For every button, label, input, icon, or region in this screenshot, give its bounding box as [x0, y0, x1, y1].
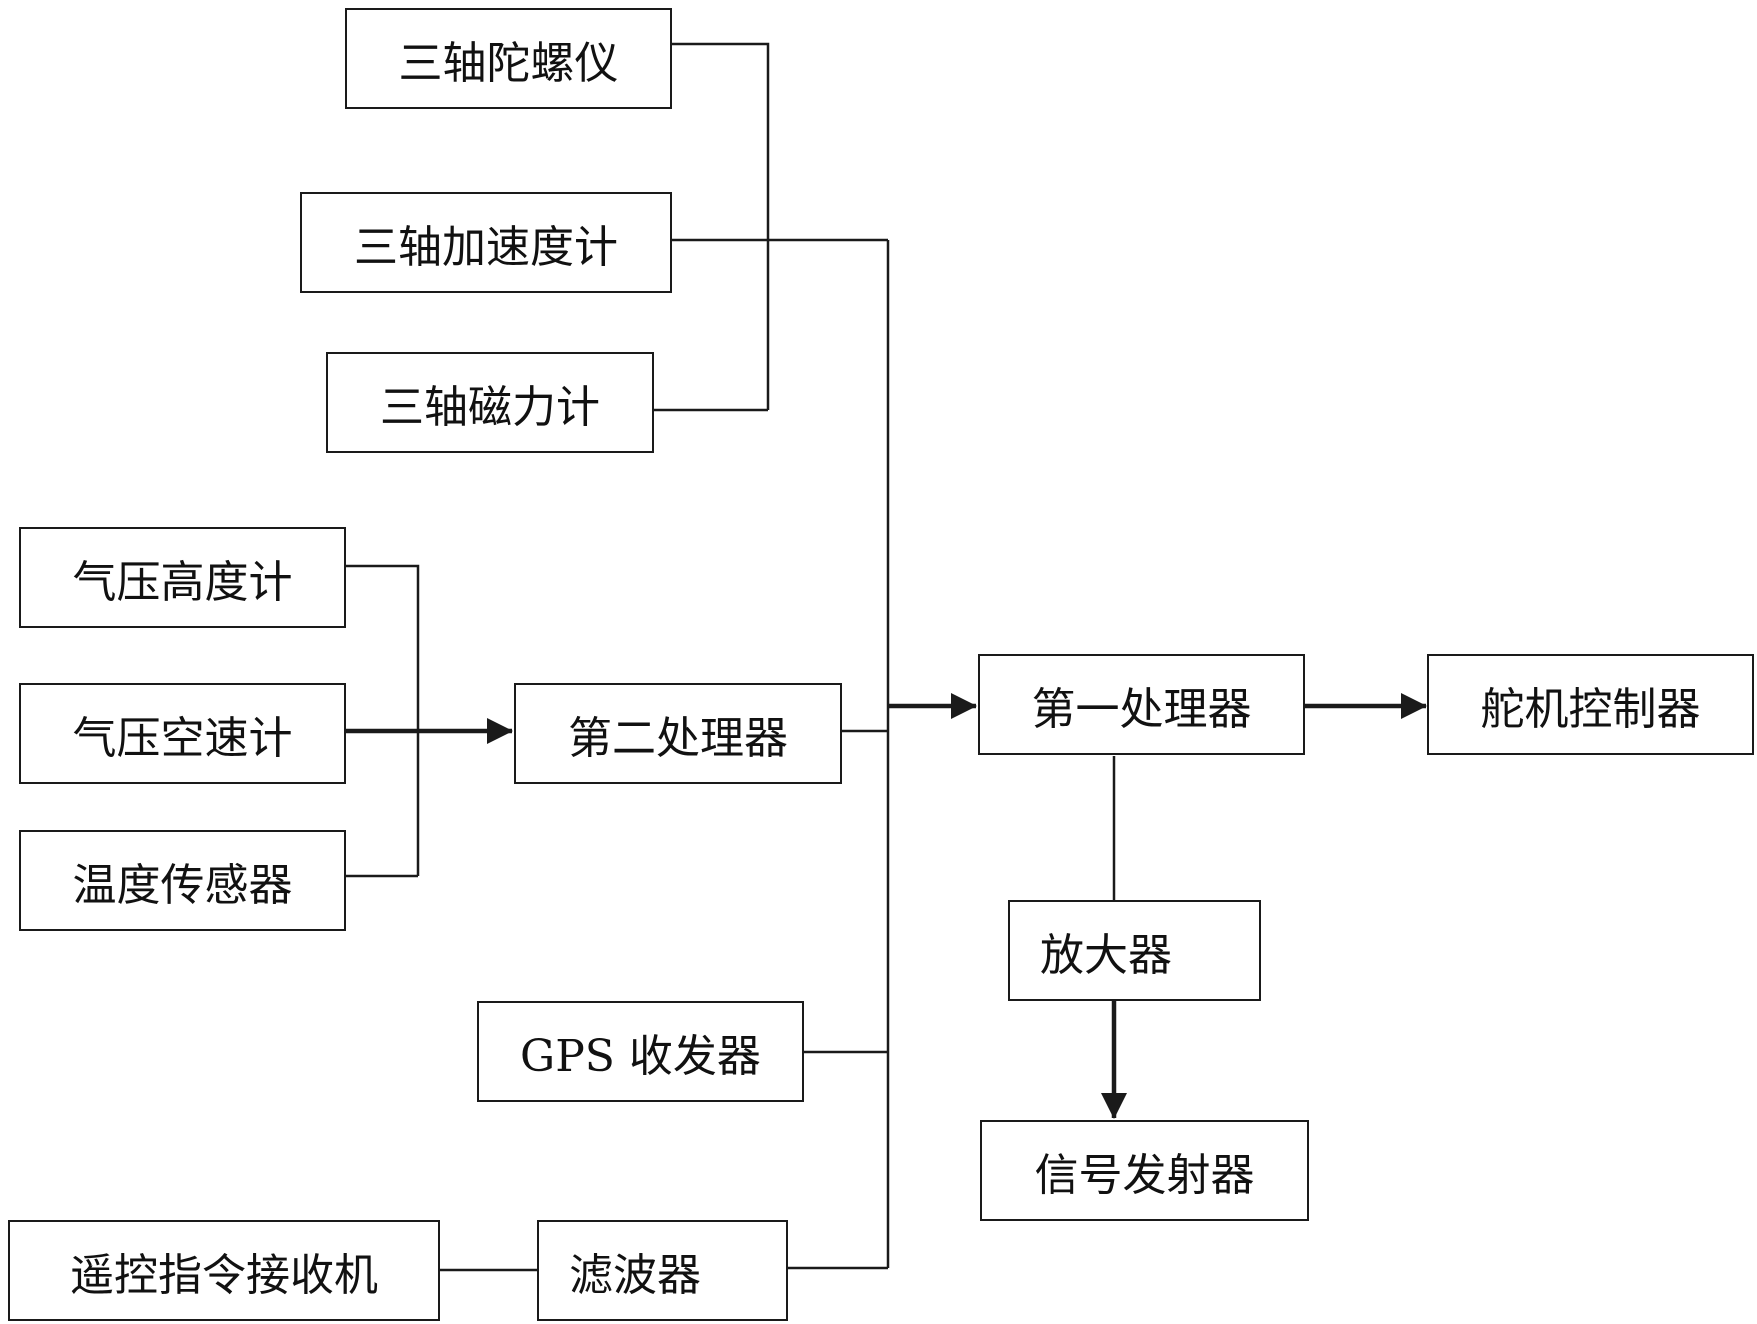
- node-accel: 三轴加速度计: [300, 192, 672, 293]
- node-first-proc-label: 第一处理器: [1031, 683, 1252, 735]
- node-magnet-label: 三轴磁力计: [380, 381, 600, 433]
- node-baro-speed-label: 气压空速计: [72, 712, 293, 764]
- node-first-proc: 第一处理器: [978, 654, 1305, 755]
- node-rc-receiver: 遥控指令接收机: [8, 1220, 440, 1321]
- node-servo-ctrl-label: 舵机控制器: [1480, 683, 1701, 735]
- node-second-proc: 第二处理器: [514, 683, 842, 784]
- node-amplifier: 放大器: [1008, 900, 1261, 1001]
- node-gps-label: GPS 收发器: [520, 1030, 761, 1082]
- node-signal-tx: 信号发射器: [980, 1120, 1309, 1221]
- node-baro-alt: 气压高度计: [19, 527, 346, 628]
- node-baro-alt-label: 气压高度计: [72, 556, 293, 608]
- edge-gyro: [672, 42, 770, 410]
- node-temp-label: 温度传感器: [72, 859, 293, 911]
- node-rc-receiver-label: 遥控指令接收机: [70, 1249, 378, 1301]
- edge-baro-alt: [346, 564, 420, 876]
- node-servo-ctrl: 舵机控制器: [1427, 654, 1754, 755]
- node-accel-label: 三轴加速度计: [354, 221, 618, 273]
- node-gyro: 三轴陀螺仪: [345, 8, 672, 109]
- node-magnet: 三轴磁力计: [326, 352, 654, 453]
- node-filter-label: 滤波器: [569, 1249, 701, 1301]
- node-signal-tx-label: 信号发射器: [1034, 1149, 1255, 1201]
- node-gps: GPS 收发器: [477, 1001, 804, 1102]
- node-temp: 温度传感器: [19, 830, 346, 931]
- node-baro-speed: 气压空速计: [19, 683, 346, 784]
- node-second-proc-label: 第二处理器: [568, 712, 788, 764]
- node-gyro-label: 三轴陀螺仪: [398, 37, 619, 89]
- node-amplifier-label: 放大器: [1040, 929, 1172, 981]
- node-filter: 滤波器: [537, 1220, 788, 1321]
